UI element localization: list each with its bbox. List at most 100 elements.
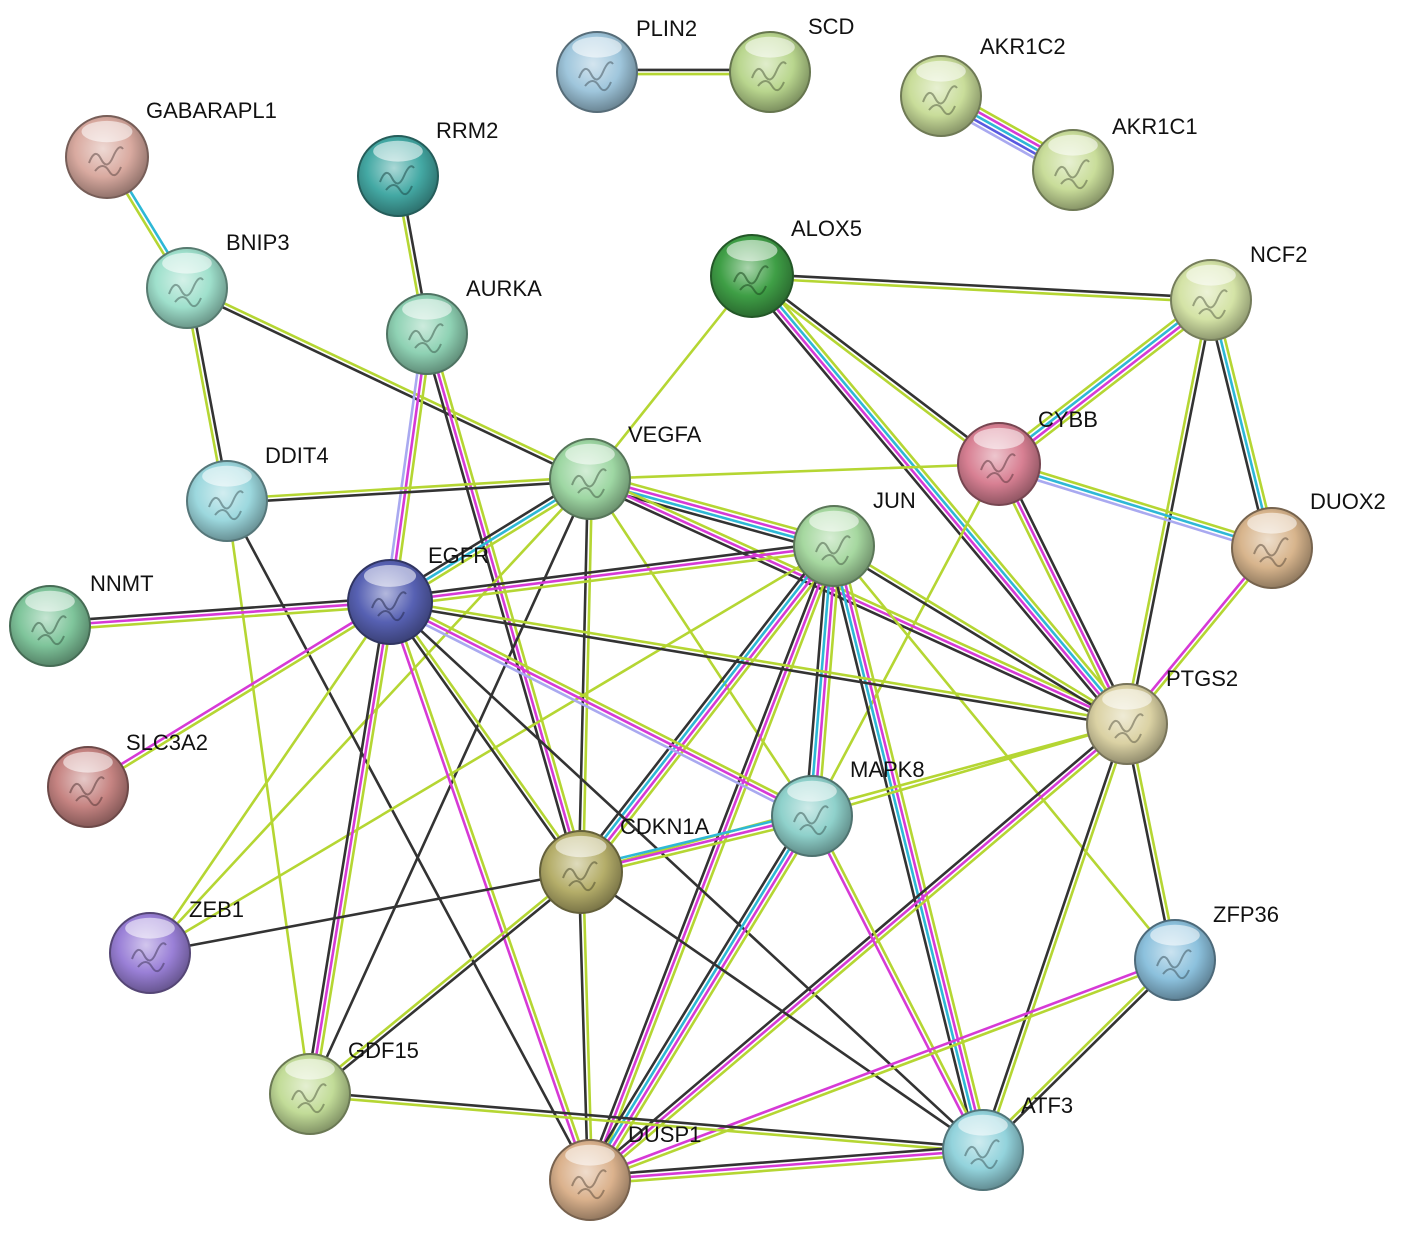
node-jun[interactable]: JUN (793, 488, 916, 587)
node-gabarapl1[interactable]: GABARAPL1 (65, 98, 277, 199)
node-cybb[interactable]: CYBB (957, 407, 1098, 506)
edge-alox5-cybb (749, 272, 1002, 468)
node-rrm2[interactable]: RRM2 (357, 118, 498, 217)
node-dusp1[interactable]: DUSP1 (549, 1122, 701, 1221)
edge-line-black (225, 479, 592, 505)
edge-line-magenta (308, 600, 392, 1096)
node-akr1c2[interactable]: AKR1C2 (900, 34, 1066, 137)
node-label: AKR1C1 (1112, 114, 1198, 139)
edge-aurka-egfr (384, 332, 433, 604)
edge-alox5-ptgs2 (745, 270, 1134, 730)
protein-structure-icon (371, 591, 407, 622)
edge-line-yellow (581, 870, 594, 1182)
node-duox2[interactable]: DUOX2 (1231, 489, 1386, 589)
edge-line-black (804, 544, 830, 817)
node-gloss (565, 443, 615, 465)
edge-line-yellow (581, 477, 594, 874)
edge-line-yellow (389, 548, 836, 608)
node-alox5[interactable]: ALOX5 (710, 216, 862, 318)
node-akr1c1[interactable]: AKR1C1 (1032, 114, 1198, 211)
node-gdf15[interactable]: GDF15 (269, 1038, 419, 1135)
edge-egfr-atf3 (388, 600, 985, 1152)
node-bnip3[interactable]: BNIP3 (146, 230, 290, 329)
node-gloss (63, 751, 113, 773)
edge-vegfa-zeb1 (148, 477, 592, 955)
edge-line-yellow (390, 596, 816, 814)
edge-egfr-mapk8 (386, 596, 816, 822)
edge-cdkn1a-dusp1 (577, 870, 594, 1182)
edge-line-magenta (85, 598, 391, 787)
edge-line-black (588, 1144, 985, 1178)
edge-line-yellow (308, 1094, 985, 1154)
edge-zfp36-atf3 (980, 957, 1178, 1153)
protein-structure-icon (1253, 537, 1289, 568)
node-plin2[interactable]: PLIN2 (556, 16, 697, 113)
protein-structure-icon (571, 468, 607, 499)
node-ncf2[interactable]: NCF2 (1170, 242, 1307, 341)
node-gloss (555, 835, 607, 858)
edge-egfr-zeb1 (148, 600, 392, 955)
protein-structure-icon (69, 776, 105, 807)
node-atf3[interactable]: ATF3 (942, 1093, 1073, 1191)
node-label: CYBB (1038, 407, 1098, 432)
edge-line-yellow (390, 599, 594, 1181)
edge-jun-ptgs2 (831, 542, 1130, 728)
edge-line-black (388, 600, 985, 1152)
edge-line-black (388, 602, 1128, 728)
node-slc3a2[interactable]: SLC3A2 (47, 730, 208, 828)
edge-line-yellow (993, 293, 1209, 461)
node-gloss (373, 140, 423, 162)
node-label: PTGS2 (1166, 666, 1238, 691)
node-label: CDKN1A (620, 814, 710, 839)
node-label: ZFP36 (1213, 902, 1279, 927)
edge-aurka-cdkn1a (421, 331, 587, 875)
edge-jun-mapk8 (804, 544, 842, 818)
edge-line-yellow (589, 960, 1177, 1184)
edge-egfr-nnmt (48, 596, 392, 632)
edge-line-black (308, 1090, 985, 1150)
node-gloss (565, 1144, 615, 1166)
edge-line-cyan (997, 462, 1274, 550)
node-label: DDIT4 (265, 443, 329, 468)
node-vegfa[interactable]: VEGFA (549, 422, 702, 520)
edge-line-magenta (588, 477, 1129, 726)
edge-line-black (584, 543, 832, 1180)
node-label: AKR1C2 (980, 34, 1066, 59)
edge-line-magenta (425, 332, 583, 874)
node-aurka[interactable]: AURKA (386, 276, 542, 375)
edge-line-magenta (588, 544, 836, 1182)
edge-line-magenta (808, 815, 983, 1153)
edge-line-yellow (392, 333, 433, 604)
edge-egfr-ptgs2 (388, 598, 1129, 728)
edge-line-magenta (588, 722, 1129, 1182)
node-gloss (125, 917, 175, 939)
edge-mapk8-atf3 (808, 813, 987, 1153)
edge-line-yellow (1213, 297, 1278, 549)
node-nnmt[interactable]: NNMT (9, 571, 154, 667)
edge-line-yellow (388, 598, 1129, 724)
edge-egfr-gdf15 (304, 599, 396, 1096)
protein-structure-icon (1156, 949, 1192, 980)
edge-line-magenta (590, 815, 816, 1183)
edge-line-yellow (307, 869, 582, 1094)
node-zfp36[interactable]: ZFP36 (1134, 902, 1279, 1001)
edge-line-black (148, 870, 583, 955)
node-gloss (809, 510, 859, 532)
edge-line-yellow (816, 545, 842, 818)
node-ptgs2[interactable]: PTGS2 (1086, 666, 1238, 765)
node-ddit4[interactable]: DDIT4 (186, 443, 329, 542)
edge-line-yellow (48, 604, 392, 632)
node-label: ALOX5 (791, 216, 862, 241)
node-scd[interactable]: SCD (729, 14, 854, 113)
node-zeb1[interactable]: ZEB1 (109, 897, 244, 994)
node-cdkn1a[interactable]: CDKN1A (539, 814, 710, 914)
node-mapk8[interactable]: MAPK8 (771, 757, 925, 857)
protein-structure-icon (578, 61, 614, 92)
edge-cybb-ptgs2 (993, 460, 1133, 728)
protein-structure-icon (980, 453, 1016, 484)
edge-line-black (184, 288, 591, 483)
node-egfr[interactable]: EGFR (347, 543, 489, 645)
protein-structure-icon (131, 942, 167, 973)
protein-structure-icon (1108, 713, 1144, 744)
edge-cybb-duox2 (996, 458, 1275, 554)
